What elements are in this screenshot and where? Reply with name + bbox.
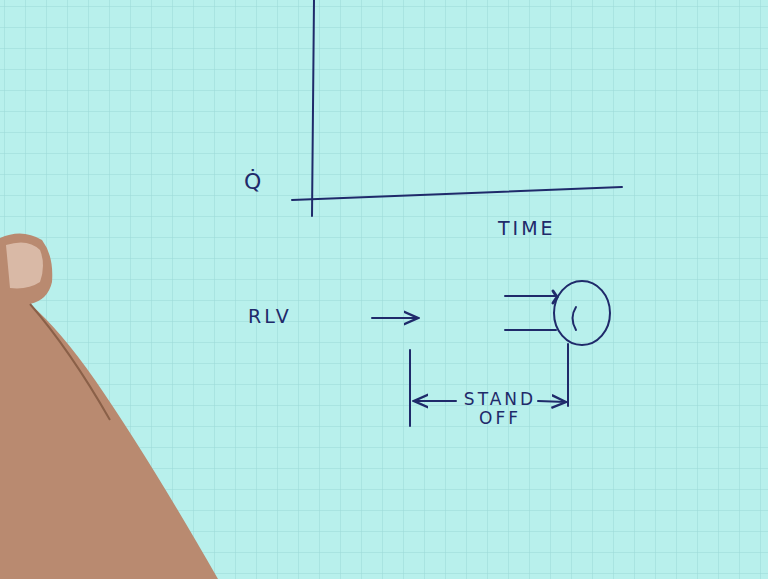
- body-mark: [573, 307, 577, 330]
- x-axis: [292, 187, 622, 200]
- hand: [0, 233, 218, 579]
- body-circle: [554, 281, 610, 345]
- dimension-label: STAND OFF: [458, 390, 542, 427]
- dimension-arrow: [414, 400, 456, 402]
- hand-shadow: [30, 304, 110, 420]
- flow-arrow: [372, 317, 418, 319]
- vehicle-label: RLV: [248, 306, 292, 327]
- y-axis: [312, 0, 314, 216]
- sting-tip: [553, 291, 557, 303]
- axis-label: TIME: [498, 218, 556, 239]
- sting-line: [505, 295, 556, 297]
- sting-line: [505, 329, 556, 331]
- dimension-arrow: [538, 401, 566, 402]
- fingertip: [6, 242, 43, 288]
- axis-label: Q̇: [244, 170, 264, 194]
- dimension-extension: [567, 344, 569, 406]
- dimension-extension: [409, 350, 411, 426]
